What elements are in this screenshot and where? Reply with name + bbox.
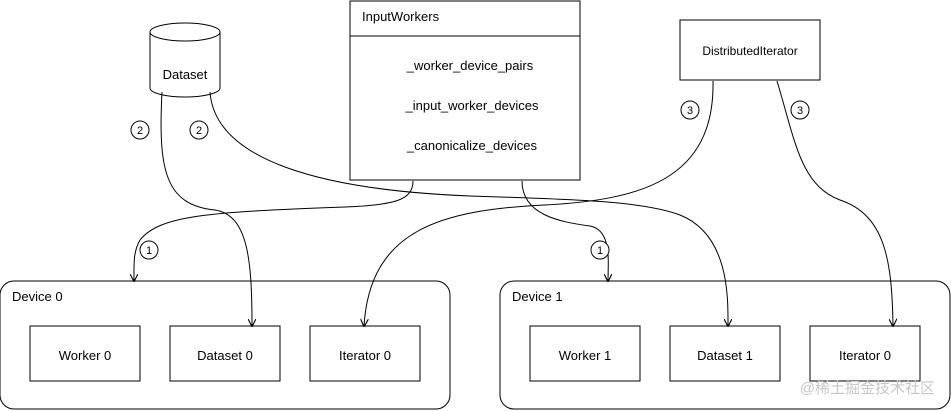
step-badge-1-left: 1 [139,240,159,260]
distributed-iterator-box: DistributedIterator [679,19,821,81]
step-badge-3-right: 3 [790,100,810,120]
device-0-container: Device 0 Worker 0 Dataset 0 Iterator 0 [0,280,451,410]
method-input-worker-devices: _input_worker_devices [405,98,539,113]
svg-text:1: 1 [146,245,152,257]
iterator-0-box [309,325,421,382]
connector-inputworkers-to-device-0 [134,180,414,281]
device-1-label: Device 1 [512,289,563,304]
worker-1-label: Worker 1 [559,348,612,363]
worker-0-box [29,325,141,382]
dataset-0-box [169,325,281,382]
input-workers-box: InputWorkers _worker_device_pairs _input… [349,0,581,181]
dataset-1-label: Dataset 1 [697,348,753,363]
distributed-iterator-label: DistributedIterator [702,44,797,58]
svg-text:2: 2 [137,125,143,137]
iterator-1-box [809,325,921,382]
device-1-container: Device 1 Worker 1 Dataset 1 Iterator 0 [499,280,951,410]
svg-text:3: 3 [687,105,693,117]
connector-inputworkers-to-device-1 [521,180,608,281]
connector-iterator-to-iterator-0 [364,80,714,326]
connector-iterator-to-iterator-1 [776,80,893,326]
connector-dataset-to-dataset-1 [209,91,728,326]
step-badge-3-left: 3 [680,100,700,120]
worker-0-label: Worker 0 [59,348,112,363]
step-badge-2-left: 2 [130,120,150,140]
watermark: @稀土掘金技术社区 [800,380,935,397]
connector-dataset-to-dataset-0 [160,91,252,326]
iterator-0-label: Iterator 0 [339,348,391,363]
dataset-0-label: Dataset 0 [197,348,253,363]
method-worker-device-pairs: _worker_device_pairs [406,58,534,73]
device-0-label: Device 0 [12,289,63,304]
svg-text:2: 2 [196,125,202,137]
dataset-cylinder: Dataset [149,22,221,98]
svg-text:3: 3 [797,105,803,117]
dataset-1-box [669,325,781,382]
worker-1-box [529,325,641,382]
method-canonicalize-devices: _canonicalize_devices [406,138,538,153]
dataset-label: Dataset [163,67,208,82]
step-badges: 1 1 2 2 3 3 [130,100,810,260]
svg-text:1: 1 [597,245,603,257]
input-workers-title: InputWorkers [362,9,440,24]
iterator-1-label: Iterator 0 [839,348,891,363]
step-badge-2-right: 2 [189,120,209,140]
connectors [134,80,893,326]
step-badge-1-right: 1 [590,240,610,260]
